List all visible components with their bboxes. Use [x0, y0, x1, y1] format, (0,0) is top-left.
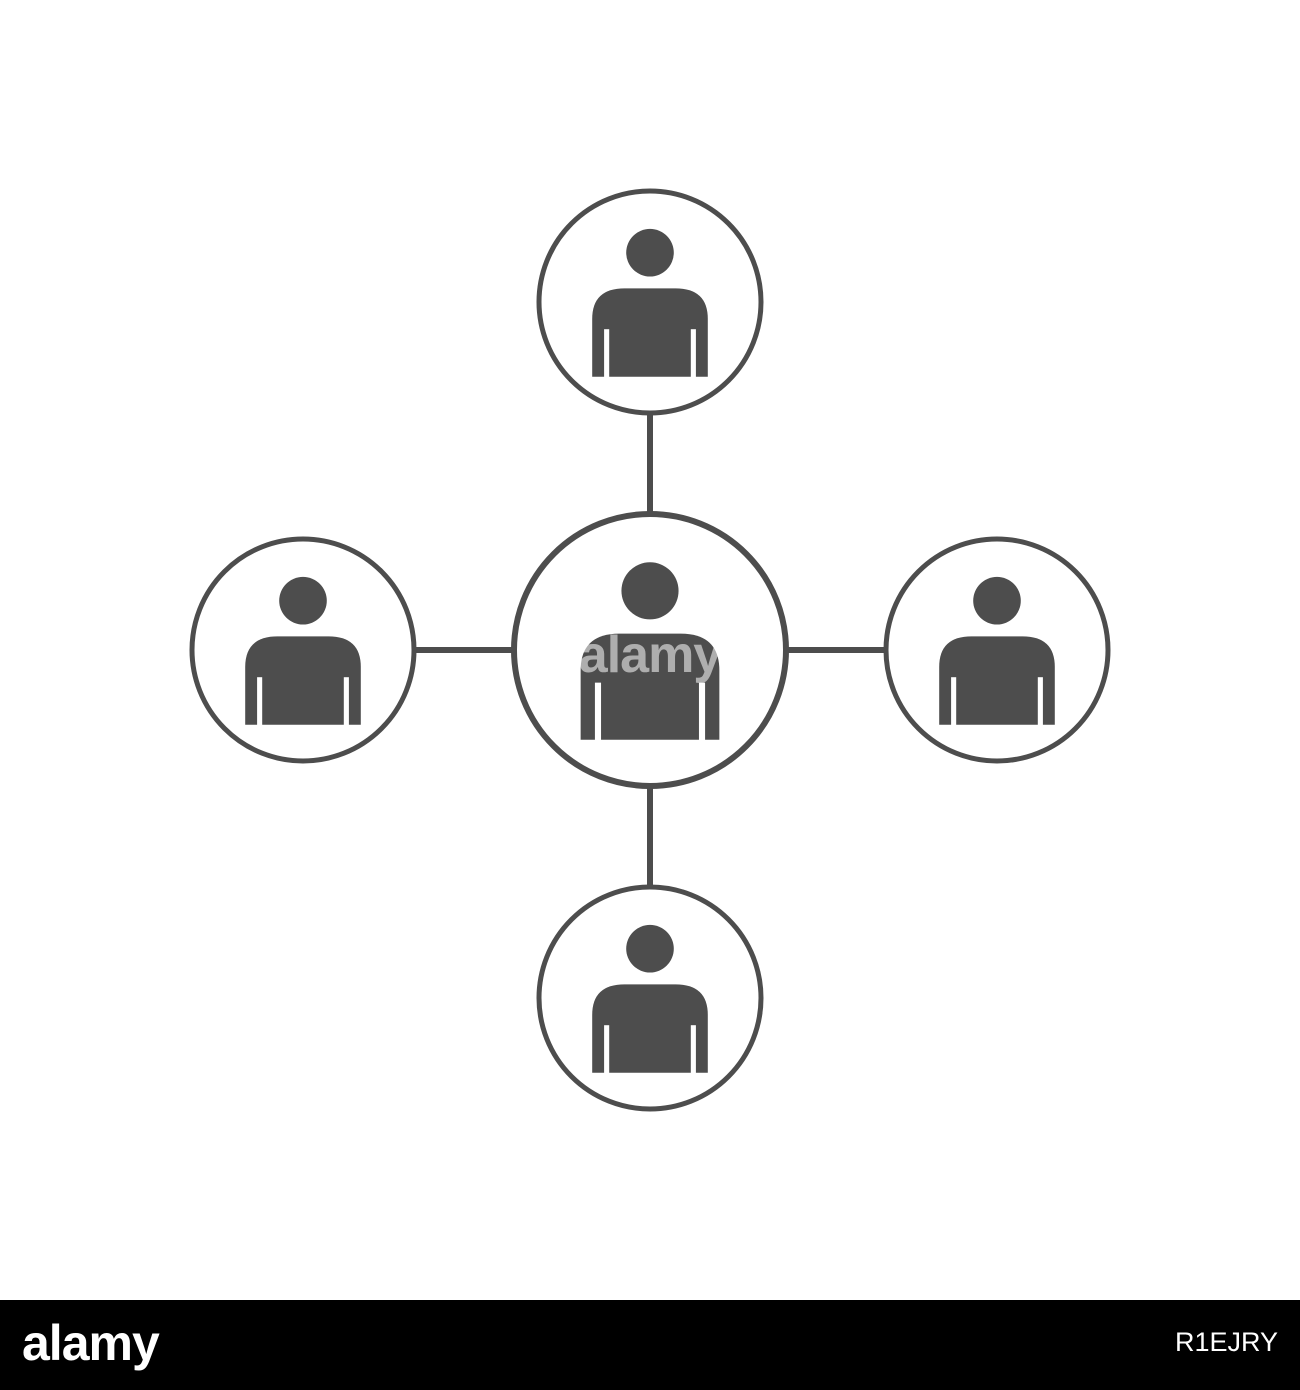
person-icon [580, 562, 720, 744]
person-icon [245, 576, 361, 729]
node-right [883, 536, 1111, 764]
node-left [189, 536, 417, 764]
person-icon [939, 576, 1055, 729]
image-id-label: R1EJRY [1174, 1327, 1278, 1357]
footer-bar: alamy R1EJRY [0, 1300, 1300, 1390]
node-top [536, 188, 764, 416]
connector-lines [415, 414, 885, 886]
network-diagram: alamy [189, 188, 1111, 1112]
person-icon [592, 228, 708, 381]
brand-logo: alamy [22, 1315, 160, 1371]
node-bottom [536, 884, 764, 1112]
network-diagram-canvas: alamy [189, 188, 1111, 1112]
node-center-hub: alamy [511, 511, 789, 789]
watermark: alamy [579, 626, 723, 684]
person-icon [592, 924, 708, 1077]
